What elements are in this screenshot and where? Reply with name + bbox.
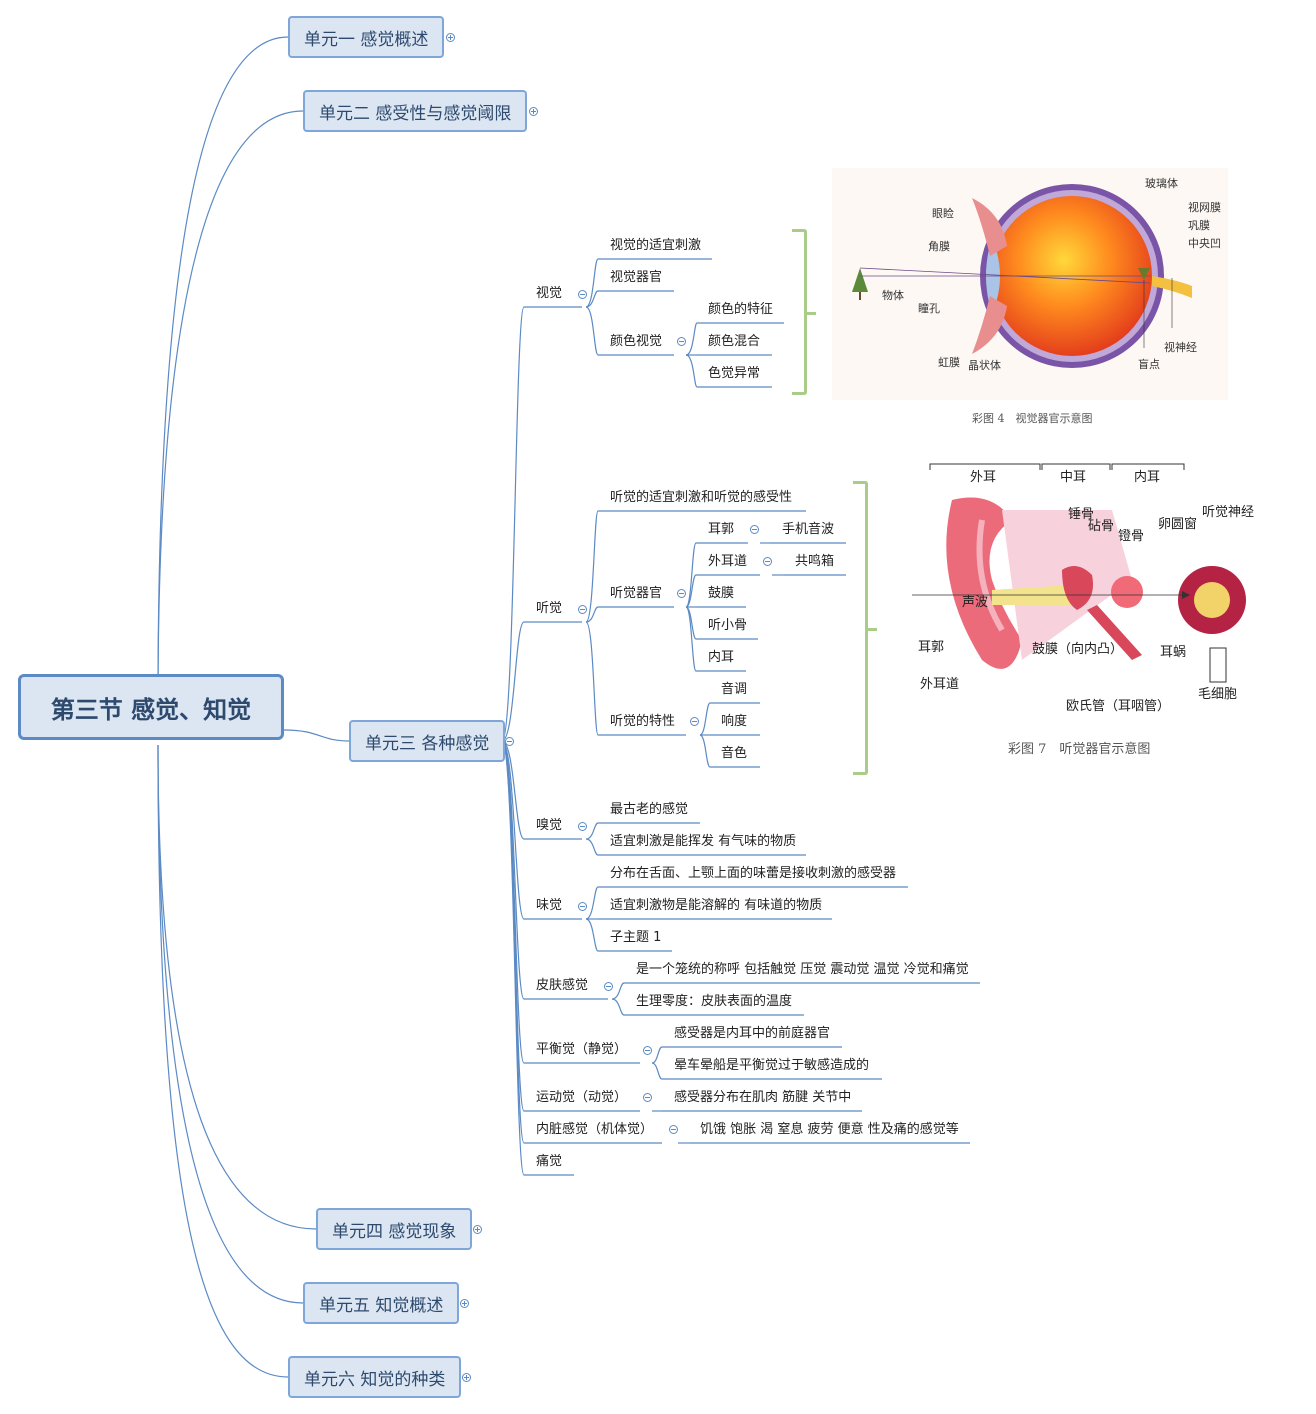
smell-topic[interactable]: 嗅觉 bbox=[536, 818, 563, 833]
unit-5-topic[interactable]: 单元五 知觉概述 bbox=[303, 1282, 460, 1324]
ear-figure-caption: 彩图 7 听觉器官示意图 bbox=[1008, 742, 1151, 757]
label-outer-ear: 外耳 bbox=[970, 470, 996, 485]
expand-unit-4-icon[interactable] bbox=[473, 1225, 482, 1234]
balance-detail-1[interactable]: 感受器是内耳中的前庭器官 bbox=[674, 1026, 831, 1041]
label-optic-nerve: 视神经 bbox=[1164, 340, 1197, 354]
expand-unit-1-icon[interactable] bbox=[446, 33, 455, 42]
color-vision-topic[interactable]: 颜色视觉 bbox=[610, 334, 663, 349]
label-vitreous: 玻璃体 bbox=[1145, 176, 1178, 190]
balance-sense-topic[interactable]: 平衡觉（静觉） bbox=[536, 1042, 628, 1057]
label-blind-spot: 盲点 bbox=[1138, 357, 1160, 371]
skin-detail-1[interactable]: 是一个笼统的称呼 包括触觉 压觉 震动觉 温觉 冷觉和痛觉 bbox=[636, 962, 969, 977]
label-fovea: 中央凹 bbox=[1188, 237, 1221, 250]
label-sound-wave: 声波 bbox=[962, 595, 988, 610]
collapse-hearing-traits-icon[interactable] bbox=[690, 717, 699, 726]
collapse-hearing-icon[interactable] bbox=[578, 605, 587, 614]
ear-canal-topic[interactable]: 外耳道 bbox=[708, 554, 748, 569]
motion-sense-topic[interactable]: 运动觉（动觉） bbox=[536, 1090, 628, 1105]
collapse-balance-sense-icon[interactable] bbox=[643, 1046, 652, 1055]
unit-3-topic[interactable]: 单元三 各种感觉 bbox=[349, 720, 506, 762]
collapse-color-vision-icon[interactable] bbox=[677, 337, 686, 346]
eye-figure-caption: 彩图 4 视觉器官示意图 bbox=[972, 412, 1093, 425]
label-cornea: 角膜 bbox=[928, 240, 950, 253]
label-iris: 虹膜 bbox=[938, 356, 960, 369]
label-incus: 砧骨 bbox=[1088, 519, 1114, 534]
label-ear-canal: 外耳道 bbox=[920, 677, 959, 692]
collapse-visceral-sense-icon[interactable] bbox=[669, 1125, 678, 1134]
label-auditory-nerve: 听觉神经 bbox=[1202, 505, 1254, 520]
collapse-ear-canal-icon[interactable] bbox=[763, 557, 772, 566]
hearing-traits-topic[interactable]: 听觉的特性 bbox=[610, 714, 676, 729]
expand-unit-2-icon[interactable] bbox=[529, 107, 538, 116]
smell-detail-2[interactable]: 适宜刺激是能挥发 有气味的物质 bbox=[610, 834, 797, 849]
label-lens: 晶状体 bbox=[968, 358, 1001, 372]
vision-summary-bracket bbox=[792, 229, 816, 395]
skin-sense-topic[interactable]: 皮肤感觉 bbox=[536, 978, 589, 993]
hearing-topic[interactable]: 听觉 bbox=[536, 601, 563, 616]
color-mixing-topic[interactable]: 颜色混合 bbox=[708, 334, 761, 349]
label-pinna: 耳郭 bbox=[918, 639, 944, 655]
visceral-detail-1[interactable]: 饥饿 饱胀 渴 窒息 疲劳 便意 性及痛的感觉等 bbox=[700, 1122, 959, 1137]
pitch-topic[interactable]: 音调 bbox=[721, 682, 748, 697]
color-blindness-topic[interactable]: 色觉异常 bbox=[708, 366, 761, 381]
collapse-hearing-organ-icon[interactable] bbox=[677, 589, 686, 598]
taste-detail-1[interactable]: 分布在舌面、上颚上面的味蕾是接收刺激的感受器 bbox=[610, 866, 897, 881]
ear-diagram-image: 外耳 中耳 内耳 锤骨 砧骨 镫骨 卵圆窗 听觉神经 声波 耳郭 鼓膜（向内凸）… bbox=[912, 460, 1296, 728]
unit-1-topic[interactable]: 单元一 感觉概述 bbox=[288, 16, 445, 58]
collapse-vision-icon[interactable] bbox=[578, 290, 587, 299]
label-cochlea: 耳蜗 bbox=[1160, 644, 1186, 660]
collapse-skin-sense-icon[interactable] bbox=[604, 982, 613, 991]
label-eardrum: 鼓膜（向内凸） bbox=[1032, 641, 1123, 657]
visceral-sense-topic[interactable]: 内脏感觉（机体觉） bbox=[536, 1122, 654, 1137]
motion-detail-1[interactable]: 感受器分布在肌肉 筋腱 关节中 bbox=[674, 1090, 852, 1105]
label-oval-window: 卵圆窗 bbox=[1158, 516, 1197, 532]
label-eyelid: 眼睑 bbox=[932, 207, 954, 220]
pinna-topic[interactable]: 耳郭 bbox=[708, 522, 735, 537]
vision-topic[interactable]: 视觉 bbox=[536, 286, 563, 301]
label-sclera: 巩膜 bbox=[1188, 219, 1210, 232]
eye-diagram-image: 玻璃体 视网膜 巩膜 中央凹 眼睑 角膜 物体 瞳孔 虹膜 晶状体 视神经 盲点 bbox=[832, 168, 1228, 400]
loudness-topic[interactable]: 响度 bbox=[721, 714, 748, 729]
smell-detail-1[interactable]: 最古老的感觉 bbox=[610, 802, 689, 817]
pinna-detail-topic[interactable]: 手机音波 bbox=[782, 522, 835, 537]
collapse-motion-sense-icon[interactable] bbox=[643, 1093, 652, 1102]
pain-topic[interactable]: 痛觉 bbox=[536, 1154, 563, 1169]
eardrum-topic[interactable]: 鼓膜 bbox=[708, 586, 735, 601]
label-hair-cells: 毛细胞 bbox=[1198, 687, 1237, 702]
label-retina: 视网膜 bbox=[1188, 200, 1221, 214]
taste-detail-2[interactable]: 适宜刺激物是能溶解的 有味道的物质 bbox=[610, 898, 823, 913]
label-middle-ear: 中耳 bbox=[1060, 470, 1086, 485]
vision-stimulus-topic[interactable]: 视觉的适宜刺激 bbox=[610, 238, 702, 253]
label-pupil: 瞳孔 bbox=[918, 301, 940, 315]
unit-4-topic[interactable]: 单元四 感觉现象 bbox=[316, 1208, 473, 1250]
label-malleus: 锤骨 bbox=[1068, 507, 1094, 522]
taste-detail-3[interactable]: 子主题 1 bbox=[610, 930, 662, 945]
taste-topic[interactable]: 味觉 bbox=[536, 898, 563, 913]
label-object: 物体 bbox=[882, 288, 904, 302]
skin-detail-2[interactable]: 生理零度：皮肤表面的温度 bbox=[636, 994, 793, 1009]
central-topic[interactable]: 第三节 感觉、知觉 bbox=[18, 674, 284, 740]
collapse-unit-3-icon[interactable] bbox=[505, 737, 514, 746]
ear-canal-detail-topic[interactable]: 共鸣箱 bbox=[795, 554, 835, 569]
hearing-organ-topic[interactable]: 听觉器官 bbox=[610, 586, 663, 601]
label-inner-ear: 内耳 bbox=[1134, 469, 1160, 485]
inner-ear-topic[interactable]: 内耳 bbox=[708, 650, 735, 665]
collapse-pinna-icon[interactable] bbox=[750, 525, 759, 534]
collapse-smell-icon[interactable] bbox=[578, 822, 587, 831]
unit-2-topic[interactable]: 单元二 感受性与感觉阈限 bbox=[303, 90, 528, 132]
label-stapes: 镫骨 bbox=[1118, 529, 1144, 544]
vision-organ-topic[interactable]: 视觉器官 bbox=[610, 270, 663, 285]
expand-unit-6-icon[interactable] bbox=[462, 1373, 471, 1382]
collapse-taste-icon[interactable] bbox=[578, 902, 587, 911]
unit-6-topic[interactable]: 单元六 知觉的种类 bbox=[288, 1356, 462, 1398]
hearing-stimulus-topic[interactable]: 听觉的适宜刺激和听觉的感受性 bbox=[610, 490, 793, 505]
balance-detail-2[interactable]: 晕车晕船是平衡觉过于敏感造成的 bbox=[674, 1058, 870, 1073]
color-features-topic[interactable]: 颜色的特征 bbox=[708, 302, 774, 317]
ossicles-topic[interactable]: 听小骨 bbox=[708, 618, 748, 633]
hearing-summary-bracket bbox=[853, 481, 877, 775]
label-eustachian-tube: 欧氏管（耳咽管） bbox=[1066, 699, 1170, 714]
timbre-topic[interactable]: 音色 bbox=[721, 746, 748, 761]
expand-unit-5-icon[interactable] bbox=[460, 1299, 469, 1308]
